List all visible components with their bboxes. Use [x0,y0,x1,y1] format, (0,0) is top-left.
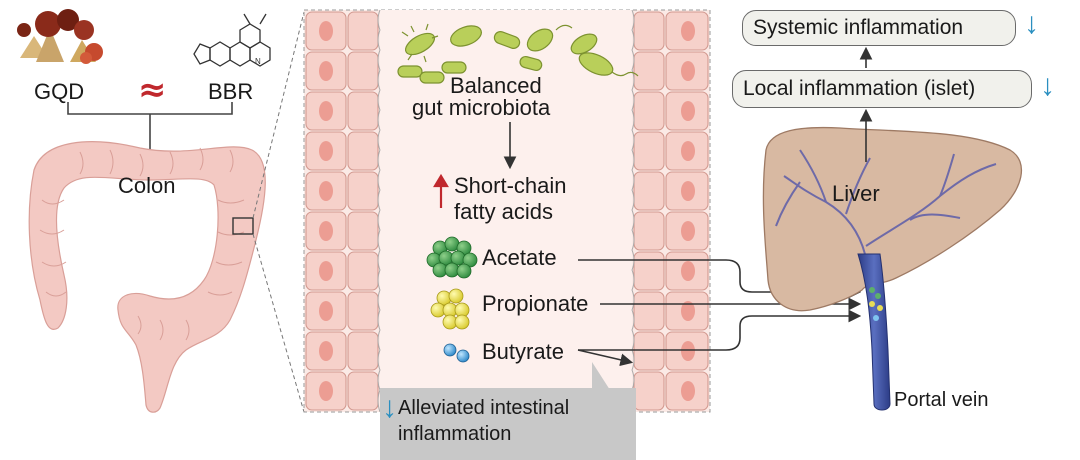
scfa-label-line1: Short-chain [454,173,567,198]
colon-shape [28,141,266,413]
systemic-inflammation-box: Systemic inflammation [742,10,1016,46]
liver-label: Liver [832,181,880,206]
scfa-label-line2: fatty acids [454,199,554,224]
bacteria-icon [397,23,639,84]
colon-zoom-box [232,217,254,235]
local-inflammation-box: Local inflammation (islet) [732,70,1032,108]
scfa-transport-arrows [577,259,862,367]
colon-haustra [39,147,245,341]
alleviated-label-line1: Alleviated intestinal [398,397,570,419]
intestine-panel [303,9,711,413]
scfa-up-arrow [433,173,449,208]
portal-vein-label: Portal vein [894,389,989,411]
propionate-label: Propionate [482,291,589,316]
systemic-inflammation-label: Systemic inflammation [753,16,964,39]
local-inflammation-label: Local inflammation (islet) [743,77,976,100]
acetate-cluster-icon [426,236,478,279]
colon-label: Colon [118,173,176,198]
alleviated-label-line2: inflammation [398,423,512,445]
microbiota-label-line1: Balanced [450,73,542,98]
callout-pointer [592,362,610,390]
alleviated-callout [380,388,636,460]
herb-pile-icon [17,9,103,64]
propionate-cluster-icon [430,288,470,330]
acetate-label: Acetate [482,245,557,270]
zoom-line-top [252,11,305,219]
butyrate-cluster-icon [443,343,470,363]
butyrate-label: Butyrate [482,339,564,364]
down-arrow-intestinal: ↓ [382,391,397,424]
svg-text:N: N [255,57,261,66]
microbiota-label-line2: gut microbiota [412,95,551,120]
berberine-structure-icon: N [193,13,271,67]
gqd-label: GQD [34,79,85,104]
portal-vein-shape [857,253,891,411]
bbr-label: BBR [208,79,254,104]
systemic-down-arrow: ↓ [1024,7,1039,40]
liver-shape [762,126,1023,312]
local-down-arrow: ↓ [1040,69,1055,102]
approx-symbol: ≈ [138,70,167,110]
zoom-line-bottom [252,233,305,413]
